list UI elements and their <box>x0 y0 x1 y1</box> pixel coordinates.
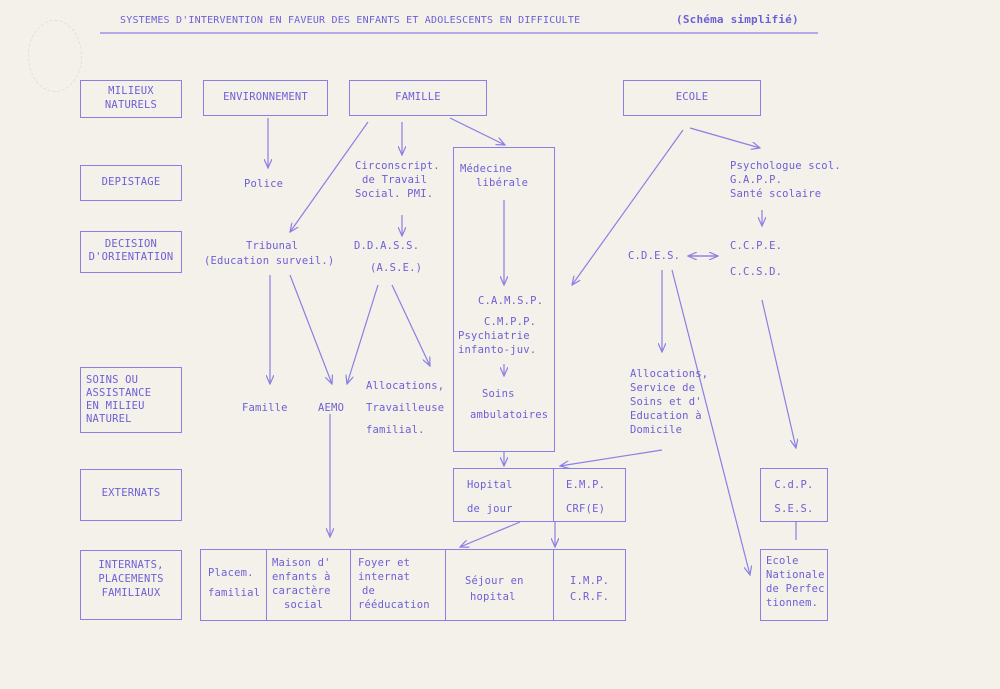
row-label-decision-1: DECISION <box>104 238 158 250</box>
node-allocations1-1: Allocations, <box>366 380 445 392</box>
title: SYSTEMES D'INTERVENTION EN FAVEUR DES EN… <box>120 15 581 26</box>
row-label-decision-2: D'ORIENTATION <box>88 251 174 263</box>
node-box-medecine <box>453 147 555 452</box>
row-label-box-internats <box>80 550 182 620</box>
row-label-soins-3: EN MILIEU <box>86 400 145 412</box>
node-tribunal-2: (Education surveil.) <box>204 255 335 267</box>
node-foyer-3: de <box>362 585 376 597</box>
row-label-depistage: DEPISTAGE <box>101 176 161 188</box>
node-allocations1-2: Travailleuse <box>366 402 445 414</box>
node-maison-4: social <box>284 599 324 611</box>
node-foyer-4: rééducation <box>358 599 430 611</box>
node-box-externats <box>453 468 626 522</box>
row-label-internats-2: PLACEMENTS <box>98 573 164 585</box>
node-maison-2: enfants à <box>272 571 331 583</box>
node-ecole: ECOLE <box>675 91 709 103</box>
node-ddass-2: (A.S.E.) <box>370 262 423 274</box>
node-foyer-1: Foyer et <box>358 557 411 569</box>
node-famille-soins: Famille <box>242 402 288 414</box>
node-crfe: CRF(E) <box>566 503 606 515</box>
node-soins: Soins <box>482 388 515 400</box>
node-ecole-nat-2: Nationale <box>766 569 825 581</box>
node-box-internats <box>200 549 626 621</box>
node-infanto: infanto-juv. <box>458 344 537 356</box>
node-allocations2-3: Soins et d' <box>630 396 702 408</box>
node-police: Police <box>244 178 284 190</box>
node-environnement: ENVIRONNEMENT <box>223 91 308 103</box>
node-cmpp: C.M.P.P. <box>484 316 537 328</box>
row-label-soins-2: ASSISTANCE <box>86 387 152 399</box>
node-camsp: C.A.M.S.P. <box>478 295 544 307</box>
row-label-box-decision <box>80 231 182 273</box>
row-label-milieux-2: NATURELS <box>104 99 158 111</box>
node-circonscript-1: Circonscript. <box>355 160 440 172</box>
row-label-box-soins <box>80 367 182 433</box>
node-aemo: AEMO <box>318 402 345 414</box>
subtitle: (Schéma simplifié) <box>676 13 799 26</box>
node-foyer-2: internat <box>358 571 411 583</box>
row-label-milieux-1: MILIEUX <box>108 85 154 97</box>
node-box-famille <box>349 80 487 116</box>
node-circonscript-3: Social. PMI. <box>355 188 434 200</box>
node-familial: familial <box>208 587 261 599</box>
node-crf: C.R.F. <box>570 591 610 603</box>
divider-internats-3 <box>445 549 446 621</box>
divider-internats-1 <box>266 549 267 621</box>
row-label-soins-4: NATUREL <box>86 413 132 425</box>
node-ecole-nat-3: de Perfec <box>766 583 825 595</box>
node-medecine-1: Médecine <box>460 163 513 175</box>
node-allocations2-4: Education à <box>630 410 702 422</box>
node-ccsd: C.C.S.D. <box>730 266 783 278</box>
node-famille: FAMILLE <box>395 91 441 103</box>
node-maison-3: caractère <box>272 585 331 597</box>
row-label-externats: EXTERNATS <box>101 487 161 499</box>
node-allocations2-1: Allocations, <box>630 368 709 380</box>
node-allocations2-2: Service de <box>630 382 696 394</box>
faded-stamp <box>28 20 82 92</box>
node-de-jour: de jour <box>467 503 513 515</box>
node-medecine-2: libérale <box>476 177 529 189</box>
node-box-environnement <box>203 80 328 116</box>
node-ccpe: C.C.P.E. <box>730 240 783 252</box>
node-box-cdp <box>760 468 828 522</box>
divider-internats-4 <box>553 549 554 621</box>
node-hopital: Hopital <box>467 479 513 491</box>
row-label-internats-1: INTERNATS, <box>98 559 164 571</box>
row-label-box-depistage <box>80 165 182 201</box>
node-imp: I.M.P. <box>570 575 610 587</box>
node-ambulatoires: ambulatoires <box>470 409 549 421</box>
node-tribunal-1: Tribunal <box>246 240 299 252</box>
node-placem: Placem. <box>208 567 254 579</box>
node-circonscript-2: de Travail <box>362 174 428 186</box>
node-allocations1-3: familial. <box>366 424 425 436</box>
node-ses: S.E.S. <box>774 503 814 515</box>
node-psychiatrie: Psychiatrie <box>458 330 530 342</box>
node-psychologue-3: Santé scolaire <box>730 188 822 200</box>
row-label-soins-1: SOINS OU <box>86 374 139 386</box>
node-ecole-nat-4: tionnem. <box>766 597 819 609</box>
node-box-ecole-nationale <box>760 549 828 621</box>
node-sejour-1: Séjour en <box>465 575 524 587</box>
node-cdp: C.d.P. <box>774 479 814 491</box>
node-ecole-nat-1: Ecole <box>766 555 799 567</box>
node-allocations2-5: Domicile <box>630 424 683 436</box>
node-sejour-2: hopital <box>470 591 516 603</box>
row-label-box-externats <box>80 469 182 521</box>
divider-externats <box>553 468 554 522</box>
node-box-ecole <box>623 80 761 116</box>
node-maison-1: Maison d' <box>272 557 331 569</box>
node-psychologue-1: Psychologue scol. <box>730 160 841 172</box>
node-emp: E.M.P. <box>566 479 606 491</box>
divider-internats-2 <box>350 549 351 621</box>
node-cdes: C.D.E.S. <box>628 250 681 262</box>
node-ddass-1: D.D.A.S.S. <box>354 240 420 252</box>
row-label-box-milieux <box>80 80 182 118</box>
node-psychologue-2: G.A.P.P. <box>730 174 783 186</box>
row-label-internats-3: FAMILIAUX <box>101 587 161 599</box>
